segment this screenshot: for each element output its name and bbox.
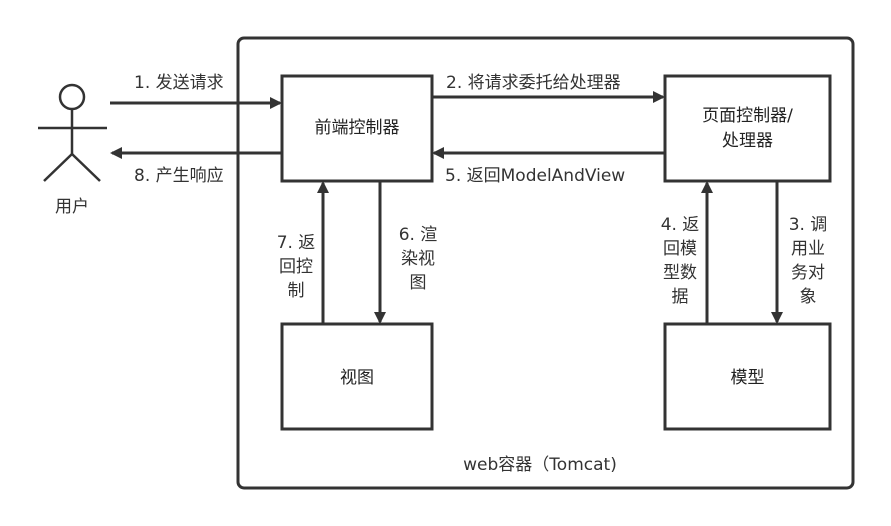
front-controller-box xyxy=(280,74,434,183)
edge-label-3-line1: 3. 调 xyxy=(788,215,828,235)
edge-label-6-line1: 6. 渲 xyxy=(398,225,438,245)
page-controller-box xyxy=(663,74,832,183)
edge-label-5: 5. 返回ModelAndView xyxy=(445,166,626,186)
page-controller-label-line2: 处理器 xyxy=(722,131,773,151)
edge-label-4: 4. 返 回模 型数 据 xyxy=(652,213,708,309)
edge-label-6-line3: 图 xyxy=(409,273,427,293)
edge-label-4-line4: 据 xyxy=(671,287,689,307)
view-label: 视图 xyxy=(340,368,374,388)
edge-label-3: 3. 调 用业 务对 象 xyxy=(780,213,836,309)
edge-label-6: 6. 渲 染视 图 xyxy=(390,223,446,295)
edge-label-2: 2. 将请求委托给处理器 xyxy=(446,73,621,93)
user-label: 用户 xyxy=(55,197,89,217)
front-controller-label: 前端控制器 xyxy=(314,118,400,138)
model-box xyxy=(663,322,832,431)
model-label: 模型 xyxy=(730,368,765,388)
edge-label-4-line3: 型数 xyxy=(663,263,697,283)
view-box xyxy=(280,322,434,431)
edge-label-7: 7. 返 回控 制 xyxy=(268,231,324,303)
edge-label-3-line3: 务对 xyxy=(791,263,825,283)
edge-label-1: 1. 发送请求 xyxy=(134,73,224,93)
page-controller-label: 页面控制器/ 处理器 xyxy=(665,104,830,154)
edge-label-3-line4: 象 xyxy=(799,287,817,307)
page-controller-label-line1: 页面控制器/ xyxy=(702,106,793,126)
edge-label-7-line1: 7. 返 xyxy=(276,233,316,253)
edge-label-3-line2: 用业 xyxy=(791,239,825,259)
web-container-label: web容器（Tomcat) xyxy=(463,455,617,475)
edge-label-7-line3: 制 xyxy=(287,281,305,301)
user-actor-icon xyxy=(38,83,107,182)
edge-label-4-line1: 4. 返 xyxy=(660,215,700,235)
edge-label-4-line2: 回模 xyxy=(663,239,697,259)
edge-label-8: 8. 产生响应 xyxy=(134,166,224,186)
edge-label-7-line2: 回控 xyxy=(279,257,313,277)
edge-label-6-line2: 染视 xyxy=(401,249,435,269)
web-container-box xyxy=(236,36,855,490)
